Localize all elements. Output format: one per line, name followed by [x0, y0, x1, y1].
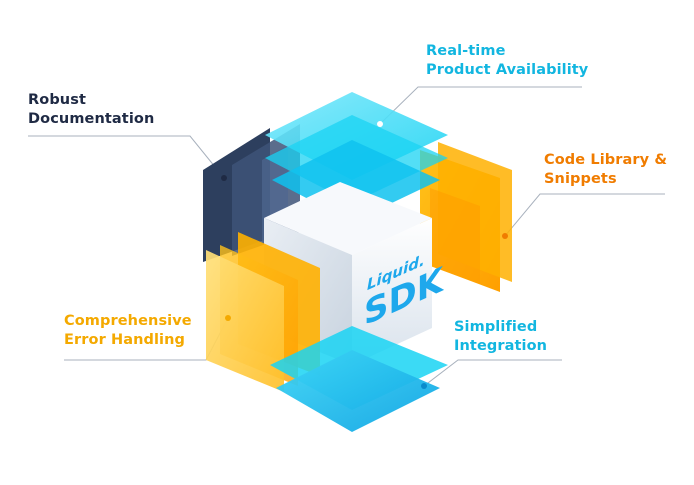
- dot-error: [225, 315, 231, 321]
- label-error-line1: Comprehensive: [64, 313, 192, 329]
- connector-integration: [423, 359, 562, 387]
- label-realtime-product-availability: Real-time Product Availability: [426, 42, 588, 80]
- orange-panels-right: [420, 142, 512, 292]
- label-codelib-line2: Snippets: [544, 171, 617, 187]
- label-code-library-snippets: Code Library & Snippets: [544, 151, 667, 189]
- label-simplified-integration: Simplified Integration: [454, 318, 547, 356]
- connector-robust: [28, 135, 225, 179]
- yellow-panels-left: [206, 232, 320, 392]
- label-robust-line1: Robust: [28, 92, 86, 108]
- label-robust-documentation: Robust Documentation: [28, 91, 154, 129]
- label-robust-line2: Documentation: [28, 111, 155, 127]
- connector-dots: [221, 121, 508, 389]
- dot-integration: [421, 383, 427, 389]
- connector-codelib: [504, 193, 665, 237]
- label-integration-line2: Integration: [454, 338, 548, 354]
- label-realtime-line1: Real-time: [426, 43, 506, 59]
- cyan-bottom-layers: [270, 326, 448, 432]
- dot-codelib: [502, 233, 508, 239]
- dot-realtime: [377, 121, 383, 127]
- label-codelib-line1: Code Library &: [544, 152, 668, 168]
- label-error-line2: Error Handling: [64, 332, 186, 348]
- label-integration-line1: Simplified: [454, 319, 538, 335]
- label-realtime-line2: Product Availability: [426, 62, 589, 78]
- dot-robust: [221, 175, 227, 181]
- label-comprehensive-error-handling: Comprehensive Error Handling: [64, 312, 192, 350]
